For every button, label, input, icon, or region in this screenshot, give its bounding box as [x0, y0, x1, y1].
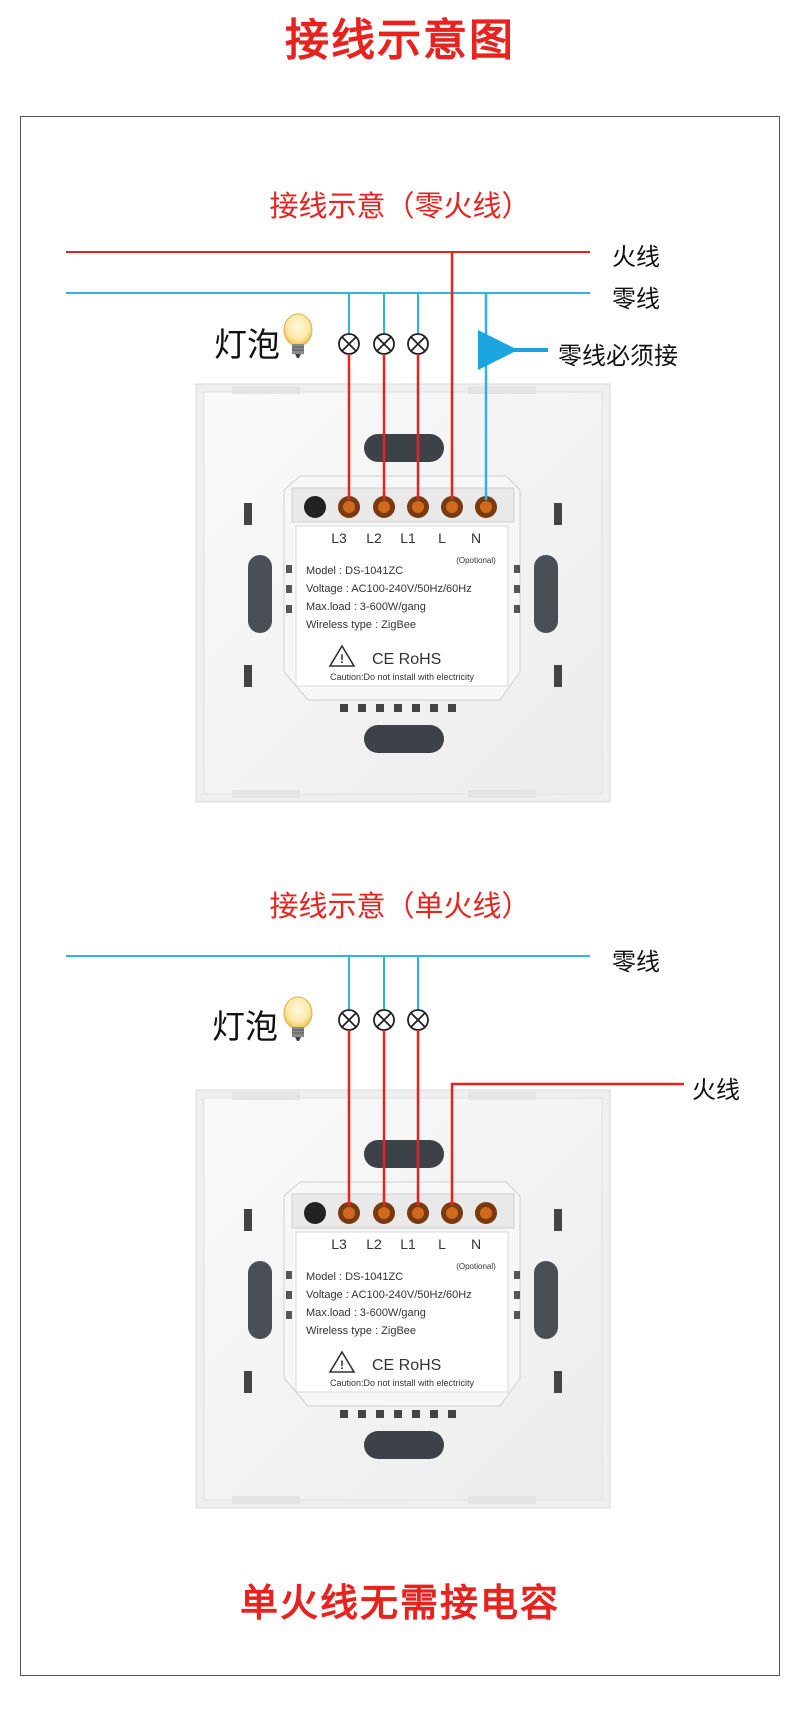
model-text: Model : DS-1041ZC	[306, 565, 403, 577]
neutral-wire-label-2: 零线	[612, 948, 660, 976]
lamp-symbols-2	[338, 1009, 429, 1031]
terminal-label-l2: L2	[366, 1236, 382, 1252]
terminal-screws-1	[338, 496, 497, 518]
bulb-icon	[283, 313, 313, 358]
live-wire-label: 火线	[612, 243, 660, 271]
neutral-wire-label: 零线	[612, 285, 660, 313]
neutral-required-note: 零线必须接	[558, 342, 678, 370]
cert-text: CE RoHS	[372, 651, 441, 668]
terminal-label-l: L	[438, 1236, 446, 1252]
switch-device-2: L3 L2 L1 L N (Opotional) Model : DS-1041…	[195, 1089, 611, 1509]
max-load-text: Max.load : 3-600W/gang	[306, 1307, 426, 1319]
caution-text: Caution:Do not install with electricity	[330, 1378, 475, 1388]
terminal-label-n: N	[471, 1236, 481, 1252]
diagram-frame	[20, 116, 780, 1676]
section-title-single: 接线示意（单火线）	[269, 889, 531, 923]
voltage-text: Voltage : AC100-240V/50Hz/60Hz	[306, 583, 472, 595]
switch-device-1: L3 L2 L1 L N (Opotional) Model : DS-1041…	[195, 383, 611, 803]
cert-text: CE RoHS	[372, 1357, 441, 1374]
terminal-label-l3: L3	[331, 1236, 347, 1252]
bulb-label-2: 灯泡	[212, 1007, 278, 1046]
bulb-label: 灯泡	[214, 325, 280, 364]
footer-note: 单火线无需接电容	[239, 1581, 560, 1625]
svg-text:!: !	[340, 1358, 344, 1372]
terminal-label-n: N	[471, 530, 481, 546]
wires-1	[66, 251, 590, 500]
terminal-label-l: L	[438, 530, 446, 546]
terminal-label-l3: L3	[331, 530, 347, 546]
bulb-icon-2	[283, 996, 313, 1041]
warning-icon	[328, 1350, 356, 1373]
wires-2	[66, 955, 684, 1206]
optional-note: (Opotional)	[456, 1262, 496, 1271]
lamp-symbols-1	[338, 333, 429, 355]
page-title: 接线示意图	[285, 15, 515, 66]
terminal-label-l2: L2	[366, 530, 382, 546]
terminal-screws-2	[338, 1202, 497, 1224]
model-text: Model : DS-1041ZC	[306, 1271, 403, 1283]
live-wire-label-2: 火线	[692, 1076, 740, 1104]
terminal-label-l1: L1	[400, 1236, 416, 1252]
voltage-text: Voltage : AC100-240V/50Hz/60Hz	[306, 1289, 472, 1301]
wireless-text: Wireless type : ZigBee	[306, 1325, 416, 1337]
terminal-label-l1: L1	[400, 530, 416, 546]
section-title-neutral: 接线示意（零火线）	[269, 189, 531, 223]
live-wire-line-2	[450, 1082, 684, 1206]
warning-icon	[328, 644, 356, 667]
wireless-text: Wireless type : ZigBee	[306, 619, 416, 631]
optional-note: (Opotional)	[456, 556, 496, 565]
max-load-text: Max.load : 3-600W/gang	[306, 601, 426, 613]
caution-text: Caution:Do not install with electricity	[330, 672, 475, 682]
svg-text:!: !	[340, 652, 344, 666]
